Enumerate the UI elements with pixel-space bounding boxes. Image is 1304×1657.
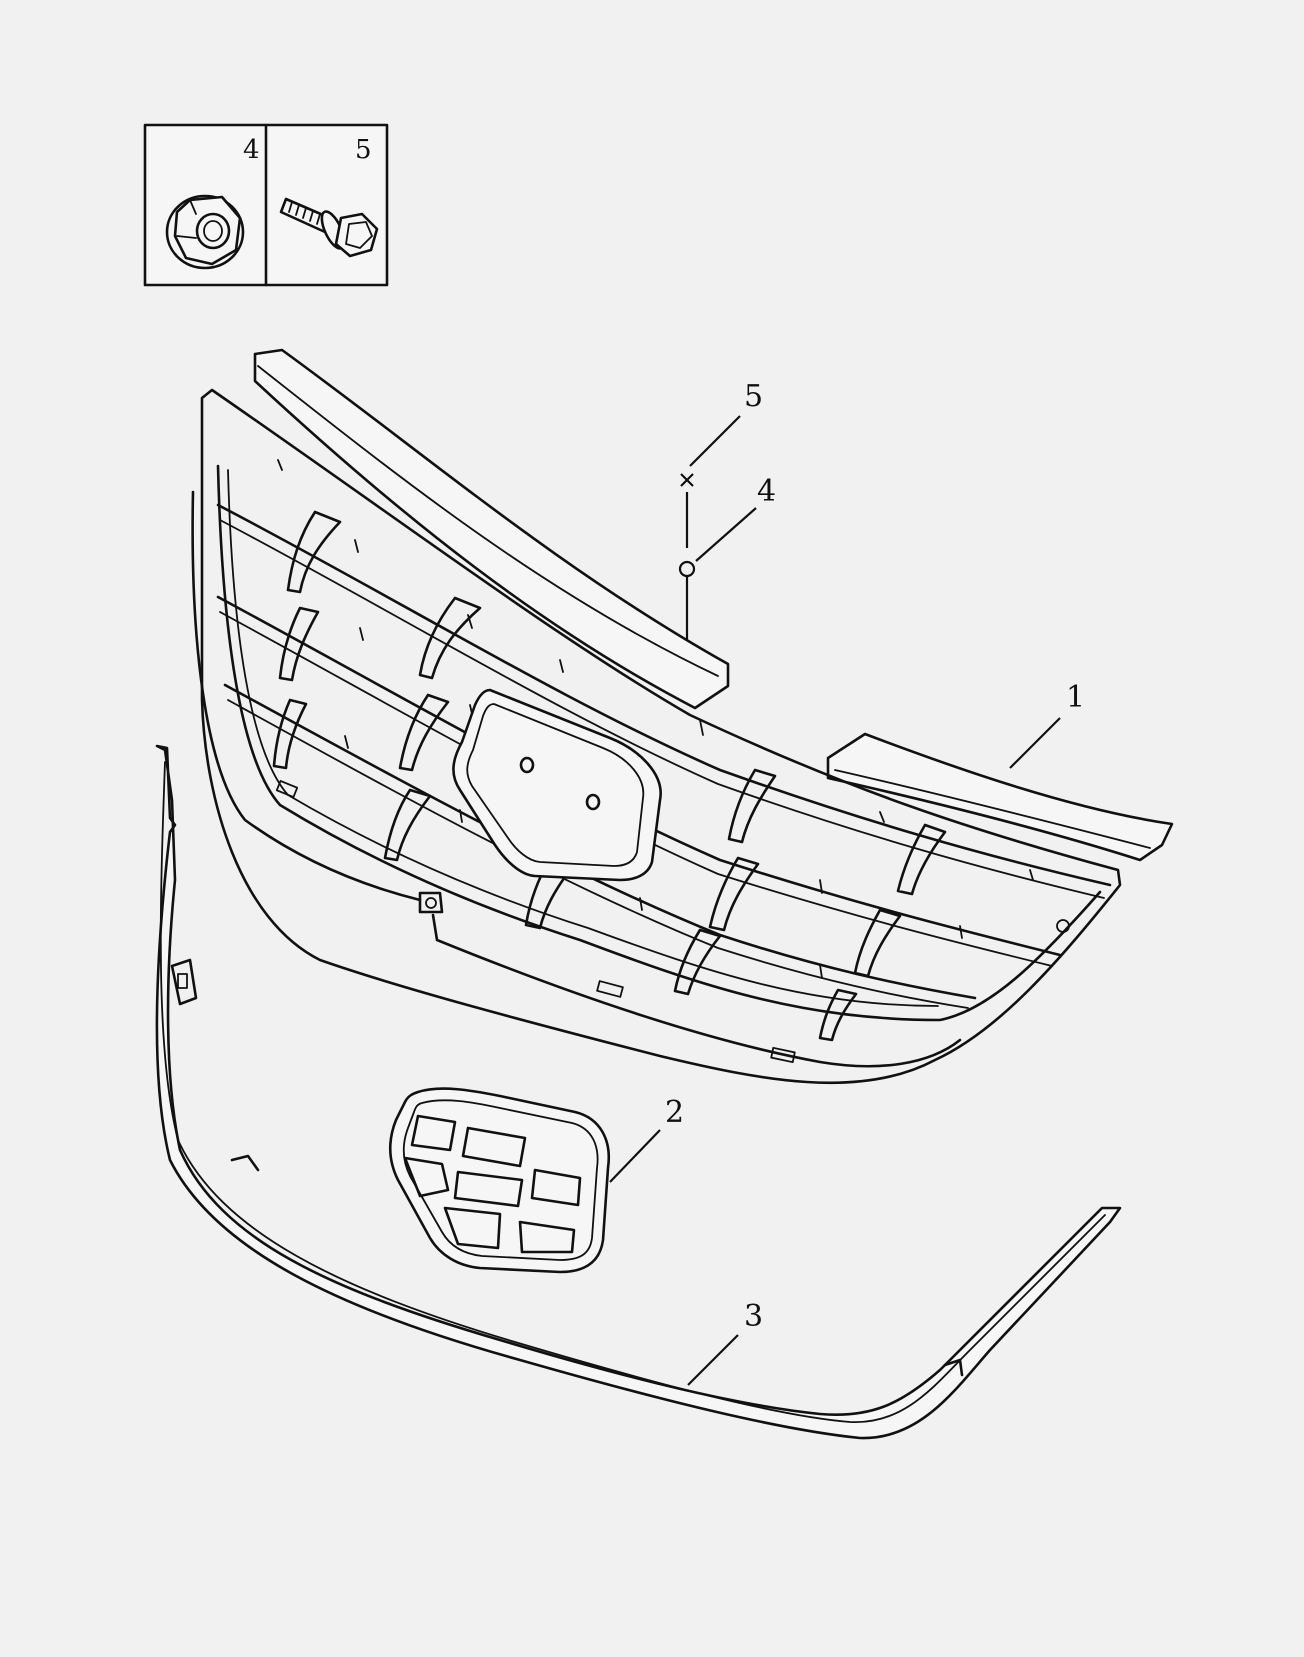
flange-nut-icon — [165, 194, 245, 270]
callout-1: 1 — [1066, 680, 1085, 715]
radiator-grille — [191, 348, 1174, 1085]
callout-3: 3 — [744, 1299, 763, 1334]
lower-trim-strip — [155, 744, 1122, 1440]
grille-emblem-badge — [388, 1087, 611, 1274]
callout-2: 2 — [665, 1095, 684, 1130]
grille-clips — [275, 459, 1070, 1064]
callout-5: 5 — [744, 379, 763, 414]
lower-trim-clip-right — [943, 1358, 964, 1377]
nut-marker-icon — [678, 560, 696, 578]
grille-emblem-mount — [452, 688, 662, 882]
lower-trim-body — [155, 744, 1122, 1440]
grille-slat-1 — [216, 503, 1112, 887]
inset-label-nut: 4 — [243, 135, 260, 165]
flange-bolt-icon — [279, 197, 379, 258]
callout-leaders — [609, 415, 1061, 1386]
grille-flange-left — [191, 490, 422, 902]
grille-slat-2 — [216, 595, 1062, 957]
lower-trim-clip-left — [170, 958, 198, 1006]
grille-top-strip-right — [826, 732, 1174, 862]
fastener-inset: 4 5 — [143, 123, 389, 287]
grille-chevrons — [272, 510, 947, 1042]
lower-trim-clip-center — [230, 1154, 260, 1172]
grille-slat-3 — [223, 683, 977, 1000]
grille-inner-frame — [216, 464, 1102, 1022]
grille-flange-bottom — [431, 913, 962, 1068]
inset-label-bolt: 5 — [355, 135, 372, 165]
grille-outer-frame — [200, 388, 1122, 1085]
callout-4: 4 — [757, 474, 776, 509]
